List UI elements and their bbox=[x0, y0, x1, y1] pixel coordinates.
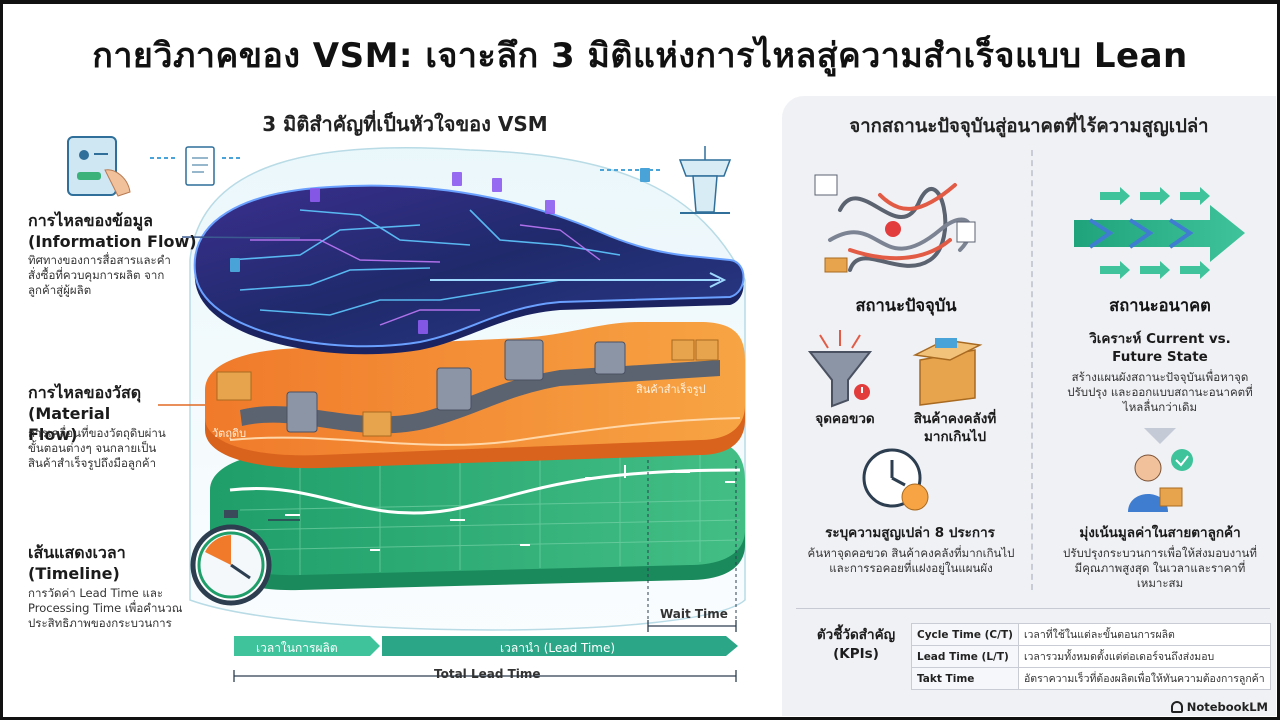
material-flow-desc: การเคลื่อนที่ของวัตถุดิบผ่านขั้นตอนต่างๆ… bbox=[28, 426, 166, 470]
notebooklm-logo-icon bbox=[1170, 701, 1183, 713]
kpi-name: Cycle Time (C/T) bbox=[911, 623, 1019, 646]
bottleneck-funnel-icon bbox=[807, 330, 873, 408]
customer-check-icon bbox=[1128, 449, 1193, 512]
lead-time-label: เวลานำ (Lead Time) bbox=[500, 641, 616, 655]
kpi-desc: อัตราความเร็วที่ต้องผลิตเพื่อให้ทันความต… bbox=[1017, 667, 1271, 690]
timeline-desc: การวัดค่า Lead Time และ Processing Time … bbox=[28, 586, 183, 630]
processing-time-label: เวลาในการผลิต bbox=[256, 641, 338, 655]
tablet-icon bbox=[67, 136, 117, 196]
conveyor-belt bbox=[240, 360, 720, 434]
lead-time-bar bbox=[382, 636, 726, 656]
information-flow-desc: ทิศทางของการสื่อสารและคำสั่งซื้อที่ควบคุ… bbox=[28, 253, 171, 297]
brand-watermark: NotebookLM bbox=[1170, 700, 1268, 714]
timeline-title: เส้นแสดงเวลา (Timeline) bbox=[28, 543, 126, 583]
material-flow-title: การไหลของวัสดุ (Material Flow) bbox=[28, 383, 142, 444]
page-title: กายวิภาคของ VSM: เจาะลึก 3 มิติแห่งการไห… bbox=[92, 36, 1188, 76]
waste-title: ระบุความสูญเปล่า 8 ประการ bbox=[825, 525, 995, 541]
left-section-heading: 3 มิติสำคัญที่เป็นหัวใจของ VSM bbox=[262, 112, 548, 136]
kpi-desc: เวลารวมทั้งหมดตั้งแต่ต่อเดอร์จนถึงส่งมอบ bbox=[1017, 645, 1271, 668]
total-lead-time-label: Total Lead Time bbox=[434, 667, 541, 681]
control-tower-icon bbox=[678, 146, 732, 214]
waste-desc: ค้นหาจุดคอขวด สินค้าคงคลังที่มากเกินไป แ… bbox=[807, 546, 1015, 575]
future-state-title: สถานะอนาคต bbox=[1109, 296, 1211, 315]
kpi-section bbox=[796, 608, 1270, 696]
processing-time-bar bbox=[234, 636, 370, 656]
finished-goods-label: สินค้าสำเร็จรูป bbox=[636, 383, 706, 396]
bottleneck-label: จุดคอขวด bbox=[815, 411, 875, 427]
info-label-connector bbox=[181, 236, 301, 239]
table-row: Cycle Time (C/T) เวลาที่ใช้ในแต่ละขั้นตอ… bbox=[911, 623, 1271, 646]
kpi-label: ตัวชี้วัดสำคัญ (KPIs) bbox=[816, 627, 896, 662]
kpi-table: Cycle Time (C/T) เวลาที่ใช้ในแต่ละขั้นตอ… bbox=[911, 623, 1271, 690]
right-section-heading: จากสถานะปัจจุบันสู่อนาคตที่ไร้ความสูญเปล… bbox=[849, 116, 1209, 137]
analyze-title: วิเคราะห์ Current vs. Future State bbox=[1089, 331, 1231, 365]
kpi-desc: เวลาที่ใช้ในแต่ละขั้นตอนการผลิต bbox=[1017, 623, 1271, 646]
raw-material-label: วัตถุดิบ bbox=[212, 427, 247, 440]
inventory-boxes-icon bbox=[912, 338, 983, 406]
brand-name: NotebookLM bbox=[1186, 700, 1268, 714]
information-flow-title: การไหลของข้อมูล (Information Flow) bbox=[28, 211, 197, 251]
stopwatch-icon bbox=[190, 510, 272, 606]
streamlined-flow-icon bbox=[1074, 187, 1245, 279]
down-arrow-icon bbox=[1144, 428, 1176, 444]
waste-clock-icon bbox=[862, 448, 929, 511]
inventory-label: สินค้าคงคลังที่มากเกินไป bbox=[913, 411, 997, 445]
kpi-name: Lead Time (L/T) bbox=[911, 645, 1019, 668]
current-state-title: สถานะปัจจุบัน bbox=[855, 296, 957, 315]
info-layer-top bbox=[193, 184, 745, 348]
panel-divider bbox=[1031, 150, 1033, 590]
table-row: Takt Time อัตราความเร็วที่ต้องผลิตเพื่อใ… bbox=[911, 667, 1271, 690]
analyze-desc: สร้างแผนผังสถานะปัจจุบันเพื่อหาจุดปรับปร… bbox=[1067, 370, 1253, 414]
table-row: Lead Time (L/T) เวลารวมทั้งหมดตั้งแต่ต่อ… bbox=[911, 645, 1271, 668]
value-desc: ปรับปรุงกระบวนการเพื่อให้ส่งมอบงานที่มีค… bbox=[1063, 546, 1257, 590]
kpi-name: Takt Time bbox=[911, 667, 1019, 690]
timeline-layer-top bbox=[210, 438, 745, 576]
document-icon bbox=[185, 146, 215, 186]
value-title: มุ่งเน้นมูลค่าในสายตาลูกค้า bbox=[1079, 525, 1241, 541]
wait-time-label: Wait Time bbox=[660, 607, 728, 621]
